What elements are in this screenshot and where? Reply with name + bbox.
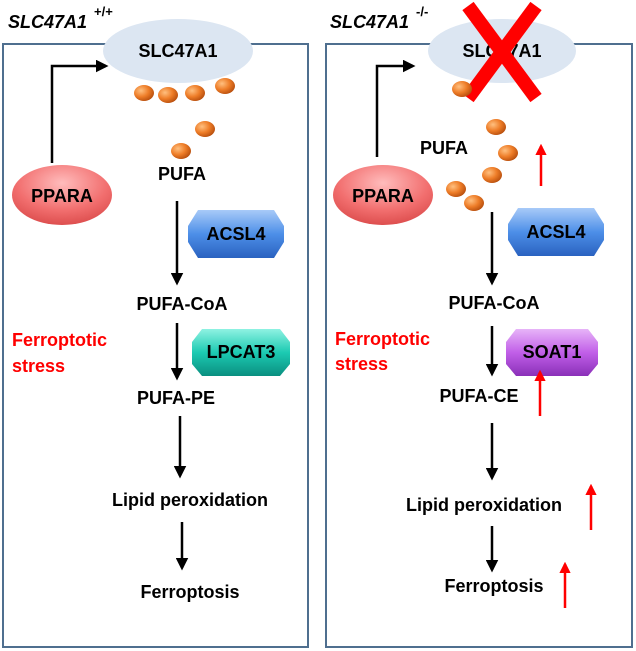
left-lipid-peroxidation-label: Lipid peroxidation	[112, 490, 268, 510]
left-panel: SLC47A1 +/+ SLC47A1 PPARA PUFA ACSL4 PUF…	[2, 4, 309, 648]
left-ferroptosis-label: Ferroptosis	[140, 582, 239, 602]
knockout-cross-icon	[462, 1, 542, 103]
left-ferroptotic-stress-line2: stress	[12, 356, 65, 376]
left-lpcat3-label: LPCAT3	[207, 342, 276, 362]
right-ferroptosis-label: Ferroptosis	[444, 576, 543, 596]
left-pufa-coa-label: PUFA-CoA	[137, 294, 228, 314]
pufa-dot	[498, 145, 518, 161]
left-slc47a1-transporter	[103, 19, 253, 83]
right-genotype-label: SLC47A1	[330, 12, 409, 32]
right-pufa-label: PUFA	[420, 138, 468, 158]
pufa-dot	[452, 81, 472, 97]
pufa-dot	[195, 121, 215, 137]
right-pufa-ce-label: PUFA-CE	[439, 386, 518, 406]
left-lpcat3-node	[192, 329, 290, 376]
left-acsl4-node	[188, 210, 284, 258]
right-ppara-node	[333, 165, 433, 225]
right-genotype-superscript: -/-	[416, 4, 428, 19]
right-pufa-dots	[446, 81, 518, 211]
right-acsl4-label: ACSL4	[526, 222, 585, 242]
right-ppara-activation-arrow	[375, 59, 416, 157]
left-pufa-label: PUFA	[158, 164, 206, 184]
right-acsl4-node	[508, 208, 604, 256]
left-pufa-pe-label: PUFA-PE	[137, 388, 215, 408]
left-slc47a1-label: SLC47A1	[138, 41, 217, 61]
pufa-dot	[464, 195, 484, 211]
right-soat1-label: SOAT1	[523, 342, 582, 362]
pufa-dot	[158, 87, 178, 103]
left-ppara-node	[12, 165, 112, 225]
right-lipid-peroxidation-label: Lipid peroxidation	[406, 495, 562, 515]
pufa-dot	[482, 167, 502, 183]
pufa-dot	[486, 119, 506, 135]
left-acsl4-label: ACSL4	[206, 224, 265, 244]
left-ferroptotic-stress-line1: Ferroptotic	[12, 330, 107, 350]
pufa-dot	[134, 85, 154, 101]
left-genotype-superscript: +/+	[94, 4, 113, 19]
pufa-dot	[185, 85, 205, 101]
right-pufa-coa-label: PUFA-CoA	[449, 293, 540, 313]
pufa-dot	[171, 143, 191, 159]
left-ppara-activation-arrow	[50, 59, 109, 163]
right-ferroptotic-stress-line2: stress	[335, 354, 388, 374]
left-pufa-dots	[134, 78, 235, 159]
left-ppara-label: PPARA	[31, 186, 93, 206]
right-soat1-node	[506, 329, 598, 376]
left-genotype-label: SLC47A1	[8, 12, 87, 32]
right-panel: SLC47A1 -/- SLC47A1 PPARA PUFA ACSL4 PUF…	[325, 1, 633, 648]
pufa-dot	[215, 78, 235, 94]
right-ppara-label: PPARA	[352, 186, 414, 206]
pufa-dot	[446, 181, 466, 197]
right-ferroptotic-stress-line1: Ferroptotic	[335, 329, 430, 349]
